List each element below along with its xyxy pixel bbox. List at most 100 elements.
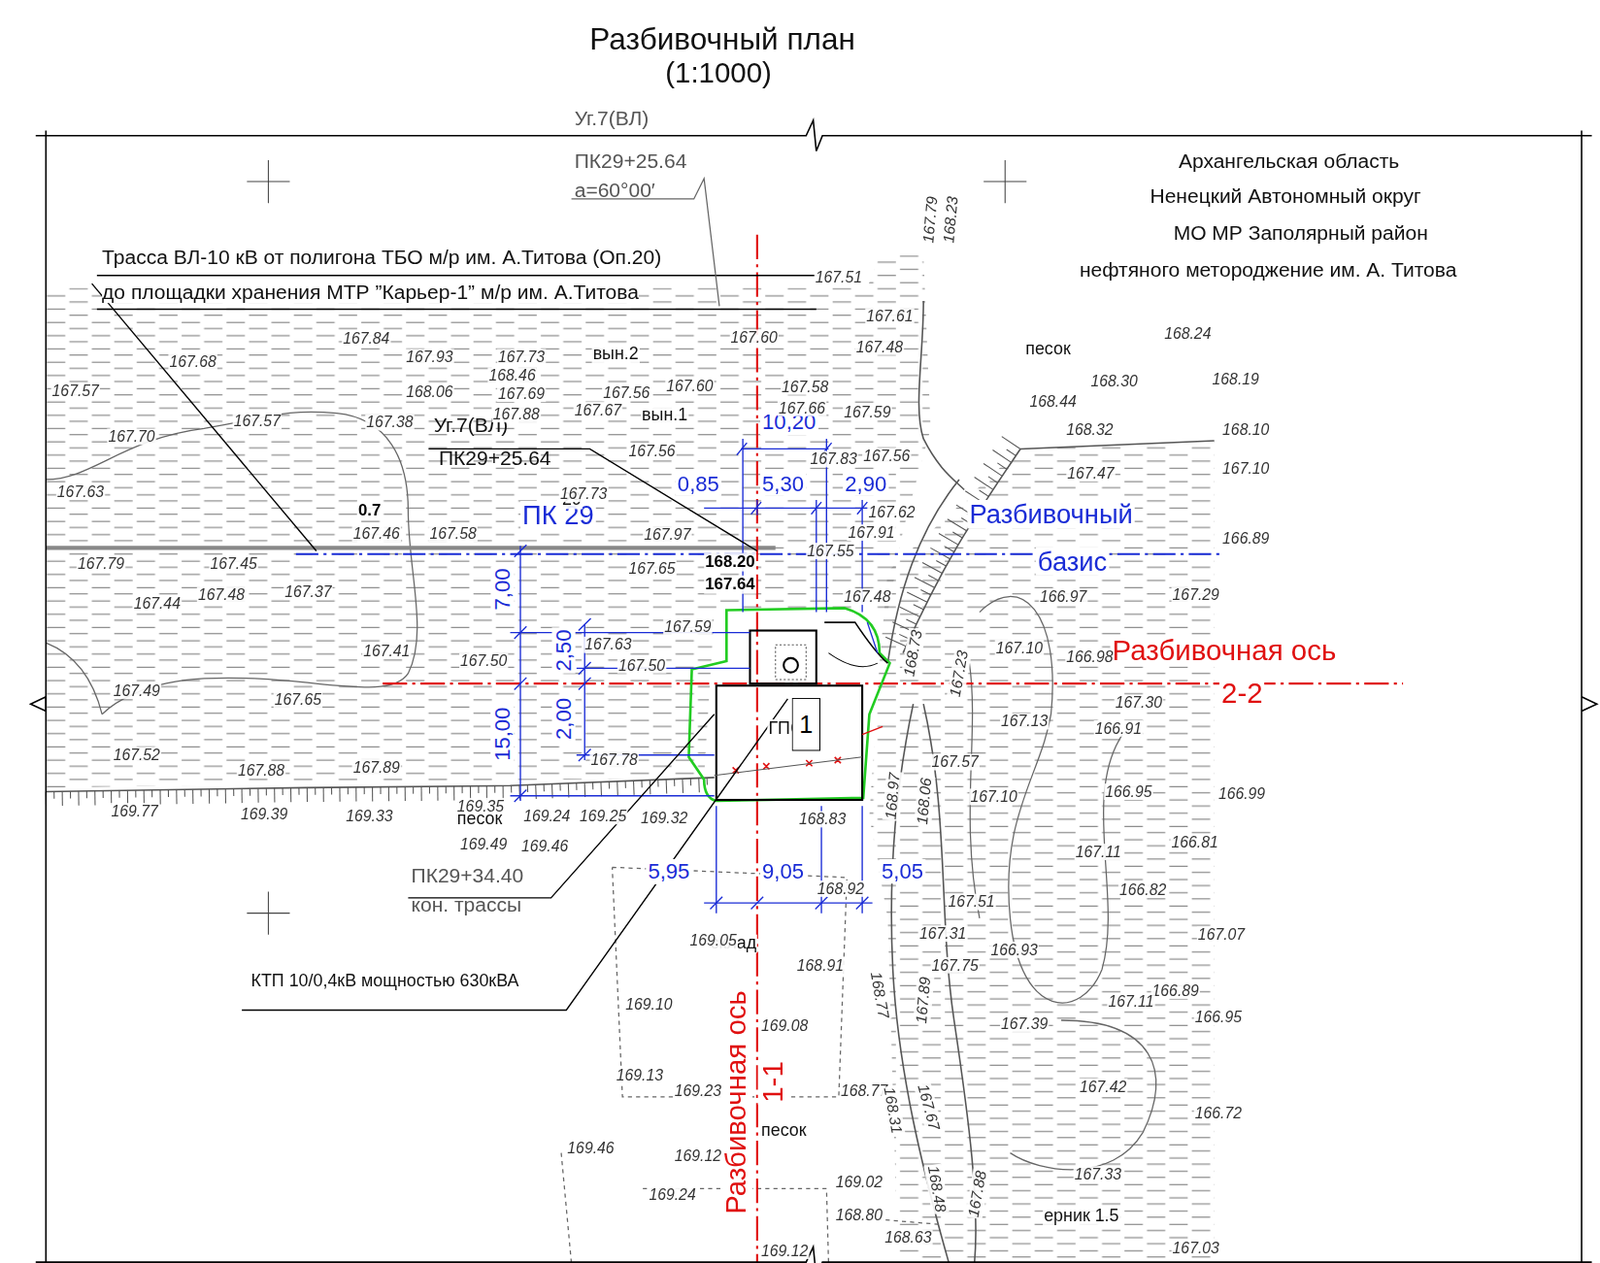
grid-crosses [246, 160, 1027, 935]
building [716, 622, 889, 800]
dimension-text: 9,05 [760, 859, 806, 883]
dimension-text: 5,95 [645, 859, 692, 883]
dimension-text: 7,00 [490, 566, 514, 613]
dimension-text: 5,30 [760, 471, 806, 496]
dimension-text: 2,50 [551, 628, 575, 674]
elevation-mark: 167.70 [106, 428, 156, 445]
note-text: Уг.7(ВЛ) [574, 106, 650, 130]
note-text: ПК29+25.64 [574, 149, 688, 172]
elevation-mark: 168.23 [940, 194, 963, 245]
elevation-mark: 167.60 [729, 329, 778, 346]
elevation-mark: 167.50 [617, 657, 667, 674]
note-text: а=60°00′ [574, 178, 656, 201]
dimension-text: 2,90 [842, 471, 889, 496]
elevation-mark: 168.91 [796, 957, 845, 974]
elevation-mark: 169.35 [456, 798, 505, 815]
elevation-mark: 167.39 [1000, 1016, 1049, 1034]
elevation-mark: 167.73 [559, 485, 608, 502]
elevation-mark: 167.45 [208, 556, 258, 573]
elevation-mark: 169.25 [578, 807, 628, 825]
note-text: до площадки хранения МТР ”Карьер-1” м/р … [101, 280, 639, 303]
elevation-mark: 167.91 [846, 524, 896, 541]
elevation-mark: 167.33 [1073, 1166, 1123, 1183]
existing-road [45, 545, 775, 550]
elevation-mark: 167.48 [842, 588, 892, 605]
elevation-mark: 167.48 [855, 338, 904, 356]
note-text: ПК29+34.40 [411, 864, 525, 887]
elevation-mark: 169.46 [566, 1139, 615, 1157]
elevation-mark: 169.49 [459, 836, 508, 854]
elevation-mark: 169.05 [688, 932, 737, 949]
elevation-mark: 167.68 [167, 353, 217, 370]
elevation-mark: 169.46 [520, 837, 569, 855]
axis-label: Разбивочная ось [1109, 634, 1338, 667]
elevation-mark: 168.32 [1065, 421, 1114, 438]
elevation-mark: 167.79 [920, 194, 942, 245]
elevation-mark: 166.98 [1065, 648, 1114, 666]
elevation-mark: 167.65 [627, 560, 676, 577]
dimension-lines [510, 438, 884, 914]
contour-lines [45, 411, 1156, 1170]
note-text: ПК29+25.64 [438, 446, 552, 469]
elevation-mark: 167.56 [627, 442, 676, 460]
elevation-mark: 167.93 [404, 348, 454, 366]
note-text: 167.64 [703, 575, 757, 594]
drawing-frame [31, 120, 1598, 1263]
elevation-mark: 169.24 [647, 1186, 697, 1203]
elevation-mark: 167.47 [1066, 465, 1115, 482]
elevation-mark: 169.08 [760, 1017, 809, 1034]
elevation-mark: 167.61 [865, 307, 914, 325]
elevation-mark: 168.24 [1163, 325, 1212, 342]
elevation-mark: 167.59 [663, 618, 712, 635]
elevation-mark: 167.88 [492, 405, 541, 423]
site-boundary [688, 607, 890, 801]
elevation-mark: 167.31 [918, 925, 967, 942]
axis-1-1 [756, 234, 759, 1263]
elevation-mark: 167.46 [352, 525, 401, 542]
building-callout: 1 [792, 698, 821, 752]
note-text: 0.7 [357, 500, 382, 519]
axis-label: Разбивочная ось [721, 988, 753, 1217]
elevation-mark: 166.95 [1194, 1008, 1243, 1026]
elevation-mark: 168.10 [1221, 421, 1270, 438]
elevation-mark: 169.32 [639, 809, 689, 827]
note-text: вын.2 [592, 344, 640, 365]
dimension-text: базис [1035, 546, 1110, 576]
elevation-mark: 167.13 [1000, 712, 1049, 730]
elevation-mark: 168.19 [1211, 370, 1261, 388]
dimension-text: 2,00 [551, 696, 575, 742]
elevation-mark: 167.63 [56, 483, 105, 500]
elevation-mark: 167.57 [931, 753, 980, 770]
pit-outline [561, 866, 939, 1263]
elevation-mark: 167.58 [428, 525, 477, 542]
dimension-text: 5,05 [879, 859, 926, 883]
elevation-mark: 166.82 [1118, 881, 1167, 899]
elevation-mark: 167.11 [1106, 993, 1155, 1010]
elevation-mark: 167.88 [236, 762, 286, 779]
elevation-mark: 167.56 [862, 447, 911, 465]
elevation-mark: 166.99 [1217, 785, 1267, 802]
note-text: КТП 10/0,4кВ мощностью 630кВА [249, 971, 520, 992]
elevation-mark: 166.89 [1151, 982, 1200, 1000]
elevation-mark: 169.77 [110, 802, 160, 820]
elevation-mark: 167.42 [1078, 1078, 1128, 1096]
elevation-mark: 167.57 [51, 382, 100, 400]
elevation-mark: 167.67 [573, 401, 623, 419]
elevation-mark: 169.12 [673, 1147, 723, 1165]
elevation-mark: 167.55 [805, 542, 855, 560]
elevation-mark: 169.33 [344, 807, 394, 825]
note-text: Ненецкий Автономный округ [1149, 184, 1421, 207]
elevation-mark: 169.12 [760, 1242, 809, 1260]
elevation-mark: 166.93 [989, 941, 1038, 959]
elevation-mark: 167.79 [76, 556, 126, 573]
elevation-mark: 167.60 [665, 377, 714, 395]
elevation-mark: 168.77 [866, 968, 893, 1021]
note-text: (1:1000) [665, 57, 772, 89]
note-text: нефтяного метороджение им. А. Титова [1079, 258, 1457, 281]
elevation-mark: 167.11 [1074, 843, 1123, 861]
note-text: МО МР Заполярный район [1173, 221, 1429, 244]
elevation-mark: 167.03 [1171, 1239, 1221, 1257]
note-text: ерник 1.5 [1042, 1206, 1120, 1227]
elevation-mark: 168.63 [883, 1229, 933, 1246]
note-text: Архангельская область [1178, 149, 1400, 172]
